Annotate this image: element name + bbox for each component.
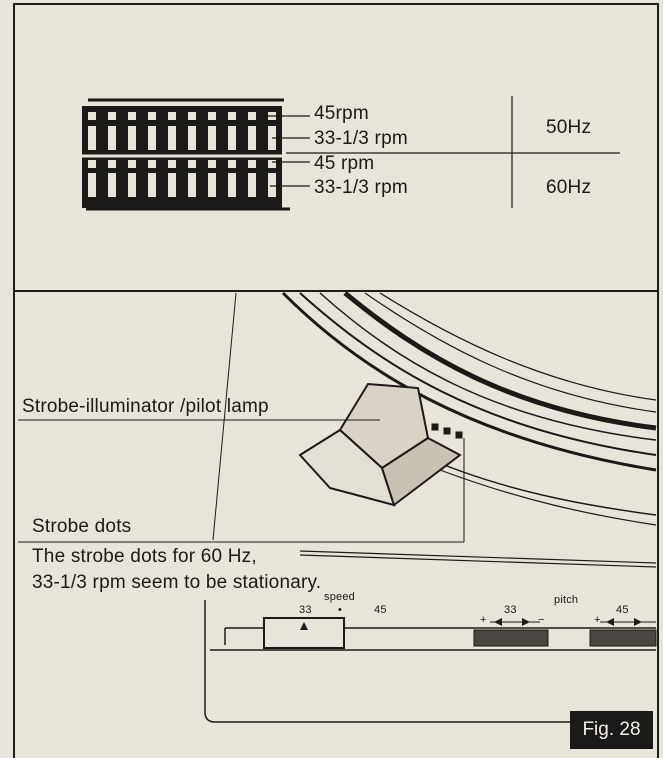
speed-45-label: 45 — [374, 604, 387, 616]
strobe-window — [148, 173, 156, 197]
legend-33rpm-60hz: 33-1/3 rpm — [314, 177, 408, 198]
strobe-window — [148, 126, 156, 150]
strobe-window — [228, 112, 236, 120]
strobe-window — [168, 126, 176, 150]
speed-33-label: 33 — [299, 604, 312, 616]
strobe-window — [248, 126, 256, 150]
strobe-window — [88, 160, 96, 168]
strobe-window — [268, 173, 276, 197]
strobe-window — [248, 160, 256, 168]
strobe-window — [208, 160, 216, 168]
strobe-window — [268, 160, 276, 168]
legend-45rpm-60hz: 45 rpm — [314, 153, 375, 174]
strobe-window — [108, 160, 116, 168]
strobe-window — [128, 173, 136, 197]
strobe-strip — [82, 98, 290, 211]
strobe-window — [168, 160, 176, 168]
strobe-window — [248, 112, 256, 120]
strobe-dots-label: Strobe dots — [32, 516, 132, 537]
strobe-window — [88, 173, 96, 197]
lamp-label: Strobe-illuminator /pilot lamp — [22, 396, 269, 417]
strobe-window — [228, 160, 236, 168]
pitch-plus-1: + — [480, 614, 487, 626]
strobe-window — [108, 173, 116, 197]
strobe-window — [128, 126, 136, 150]
page-frame — [13, 3, 659, 758]
pitch-plus-2: + — [594, 614, 601, 626]
strobe-window — [188, 112, 196, 120]
speed-label: speed — [324, 591, 355, 603]
strobe-window — [88, 126, 96, 150]
strobe-window — [208, 112, 216, 120]
caption-line-2: 33-1/3 rpm seem to be stationary. — [32, 572, 322, 593]
section-divider — [13, 290, 659, 292]
pitch-minus-1: − — [538, 614, 545, 626]
strobe-window — [88, 112, 96, 120]
strobe-window — [208, 173, 216, 197]
strobe-window — [168, 173, 176, 197]
strobe-window — [108, 112, 116, 120]
pitch-45-label: 45 — [616, 604, 629, 616]
speed-dot: • — [338, 604, 343, 616]
figure-label: Fig. 28 — [570, 711, 653, 749]
pitch-33-label: 33 — [504, 604, 517, 616]
strobe-window — [128, 112, 136, 120]
strobe-window — [188, 173, 196, 197]
strobe-window — [248, 173, 256, 197]
legend-45rpm-50hz: 45rpm — [314, 103, 369, 124]
strobe-window — [228, 173, 236, 197]
strobe-window — [148, 112, 156, 120]
strobe-window — [148, 160, 156, 168]
freq-50hz: 50Hz — [546, 117, 592, 138]
strobe-window — [188, 126, 196, 150]
pitch-label: pitch — [554, 594, 579, 606]
freq-60hz: 60Hz — [546, 177, 592, 198]
strobe-window — [208, 126, 216, 150]
strobe-window — [228, 126, 236, 150]
caption-line-1: The strobe dots for 60 Hz, — [32, 546, 257, 567]
turntable-illustration — [18, 291, 657, 723]
strobe-window — [108, 126, 116, 150]
strobe-window — [168, 112, 176, 120]
legend-33rpm-50hz: 33-1/3 rpm — [314, 128, 408, 149]
strobe-window — [188, 160, 196, 168]
strobe-window — [128, 160, 136, 168]
